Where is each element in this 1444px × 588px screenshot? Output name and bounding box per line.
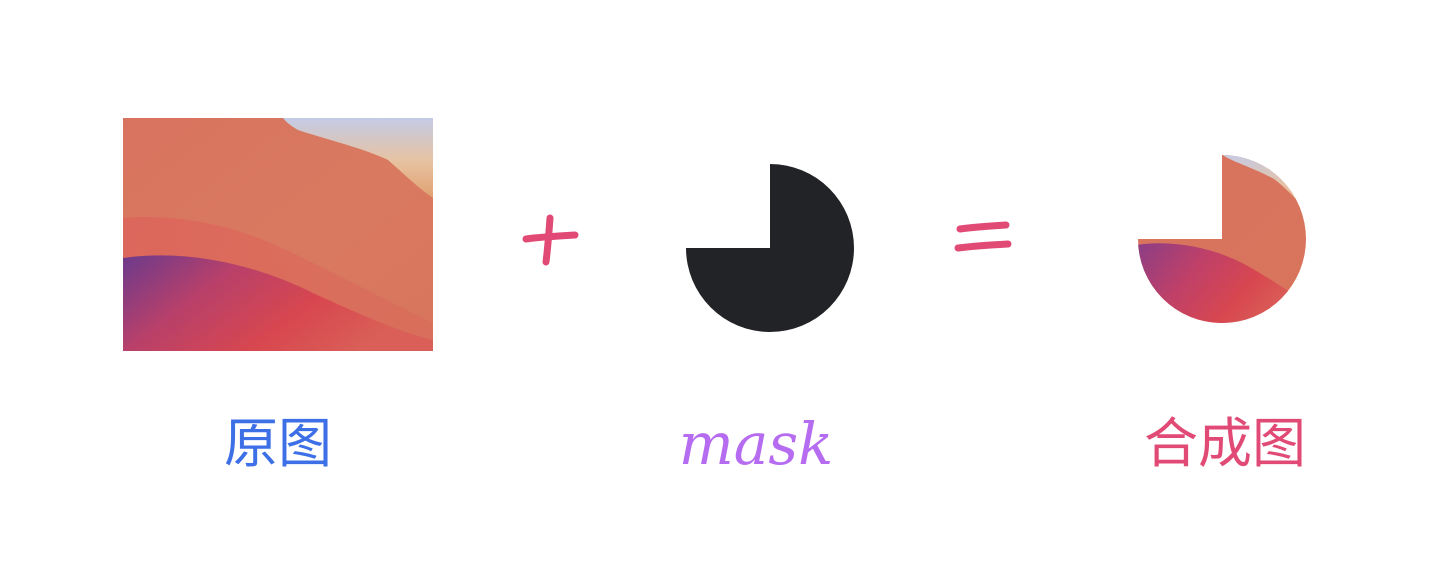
- equals-icon: [954, 221, 1012, 252]
- sky-region: [283, 118, 433, 198]
- lower-dune: [123, 255, 433, 351]
- composite-image: [1138, 155, 1306, 323]
- plus-icon: [522, 214, 579, 266]
- mask-shape: [686, 164, 854, 332]
- label-original-image: 原图: [224, 412, 332, 475]
- original-image: [123, 118, 433, 351]
- label-mask: mask: [678, 410, 834, 478]
- label-composite-image: 合成图: [1144, 412, 1306, 475]
